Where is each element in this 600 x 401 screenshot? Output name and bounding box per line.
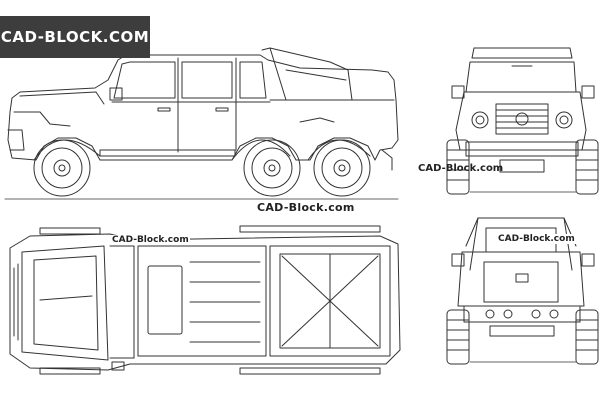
top-view bbox=[10, 226, 400, 374]
watermark-center: CAD-Block.com bbox=[257, 201, 355, 214]
rear-tire-left bbox=[447, 310, 469, 364]
side-wheel-middle bbox=[244, 140, 300, 196]
front-tire-right bbox=[576, 140, 598, 194]
site-logo-badge: CAD-BLOCK.COM bbox=[0, 16, 150, 58]
watermark-front-view: CAD-Block.com bbox=[418, 163, 504, 174]
watermark-rear-view: CAD-Block.com bbox=[497, 234, 576, 244]
side-wheel-rear bbox=[314, 140, 370, 196]
front-view bbox=[447, 48, 598, 194]
side-view bbox=[5, 48, 398, 199]
front-tire-left bbox=[447, 140, 469, 194]
side-wheel-front bbox=[34, 140, 90, 196]
rear-tire-right bbox=[576, 310, 598, 364]
watermark-top-view: CAD-Block.com bbox=[111, 235, 190, 245]
